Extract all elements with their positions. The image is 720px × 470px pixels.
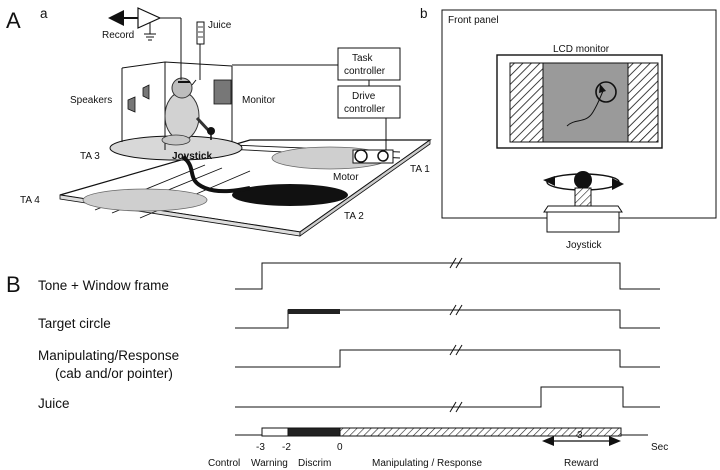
reward-duration-label: 3: [577, 430, 583, 441]
phase-label-manip: Manipulating / Response: [372, 458, 483, 469]
label-motor: Motor: [333, 172, 359, 183]
label-ta4: TA 4: [20, 195, 40, 206]
phase-label-warning: Warning: [251, 458, 288, 469]
trace-target: [235, 309, 660, 329]
tick-label-m2: -2: [282, 442, 291, 453]
amplifier-icon: [137, 7, 162, 29]
label-ta1: TA 1: [410, 164, 430, 175]
label-record: Record: [102, 30, 134, 41]
arrow-left-icon: [542, 436, 554, 446]
panel-b-timing: B Tone + Window frame Target circle Mani…: [6, 257, 668, 469]
panel-a: A a: [6, 6, 432, 237]
label-joystick-b: Joystick: [566, 240, 603, 251]
pointer-arrow-icon: [599, 84, 606, 93]
record-arrow-icon: [108, 10, 124, 26]
target-area-2: [232, 184, 348, 206]
joystick-ball-icon: [574, 171, 592, 189]
label-ta2: TA 2: [344, 211, 364, 222]
phase-manip-bar: [339, 427, 622, 437]
monitor-icon: [213, 79, 232, 105]
panel-letter-b: B: [6, 272, 21, 297]
phase-label-reward: Reward: [564, 458, 598, 469]
phase-label-control: Control: [208, 458, 240, 469]
tick-label-m3: -3: [256, 442, 265, 453]
target-area-4: [82, 188, 208, 212]
panel-b-front: b Front panel LCD monitor Joystick: [420, 6, 717, 251]
trace-juice: [235, 386, 660, 408]
lcd-display-area: [542, 62, 629, 143]
label-lcd-monitor: LCD monitor: [553, 44, 610, 55]
arrow-right-icon: [609, 436, 621, 446]
phase-label-discrim: Discrim: [298, 458, 331, 469]
trace-manip: [235, 349, 660, 368]
pointer-trajectory: [566, 90, 604, 127]
label-task-controller-1: Task: [352, 53, 374, 64]
trace-label-target: Target circle: [38, 316, 111, 331]
phase-warning-bar: [261, 427, 289, 437]
trace-label-juice: Juice: [38, 396, 70, 411]
sub-label-a: a: [40, 6, 48, 21]
axis-break-marks: [449, 257, 463, 413]
label-ta3: TA 3: [80, 151, 100, 162]
task-controller-box: [337, 47, 401, 81]
speaker-icon: [142, 84, 150, 100]
label-front-panel: Front panel: [448, 15, 499, 26]
joystick-cable: [181, 155, 251, 194]
axis-unit-sec: Sec: [651, 442, 668, 453]
floor-edge-right: [299, 139, 431, 237]
trace-label-manip-2: (cab and/or pointer): [55, 366, 173, 381]
juice-bottle-icon: [196, 21, 205, 45]
tick-label-0: 0: [337, 442, 343, 453]
ground-icon: [144, 33, 156, 41]
trace-tone: [235, 262, 660, 290]
cab-top: [121, 61, 233, 69]
label-speakers: Speakers: [70, 95, 112, 106]
trace-label-tone: Tone + Window frame: [38, 278, 169, 293]
label-juice: Juice: [208, 20, 232, 31]
label-drive-controller-2: controller: [344, 104, 386, 115]
label-task-controller-2: controller: [344, 66, 386, 77]
trace-label-manip-1: Manipulating/Response: [38, 348, 179, 363]
phase-discrim-bar: [287, 427, 341, 437]
label-monitor: Monitor: [242, 95, 276, 106]
window-frame-left: [509, 62, 544, 143]
monkey-icon: [161, 77, 212, 146]
label-drive-controller-1: Drive: [352, 91, 376, 102]
window-frame-right: [627, 62, 659, 143]
label-joystick: Joystick: [172, 151, 212, 162]
joystick-base: [546, 211, 620, 233]
speaker-icon: [127, 96, 136, 113]
discrim-bar: [288, 309, 340, 314]
panel-letter-a: A: [6, 8, 21, 33]
target-circle-icon: [595, 81, 617, 103]
sub-label-b: b: [420, 6, 428, 21]
